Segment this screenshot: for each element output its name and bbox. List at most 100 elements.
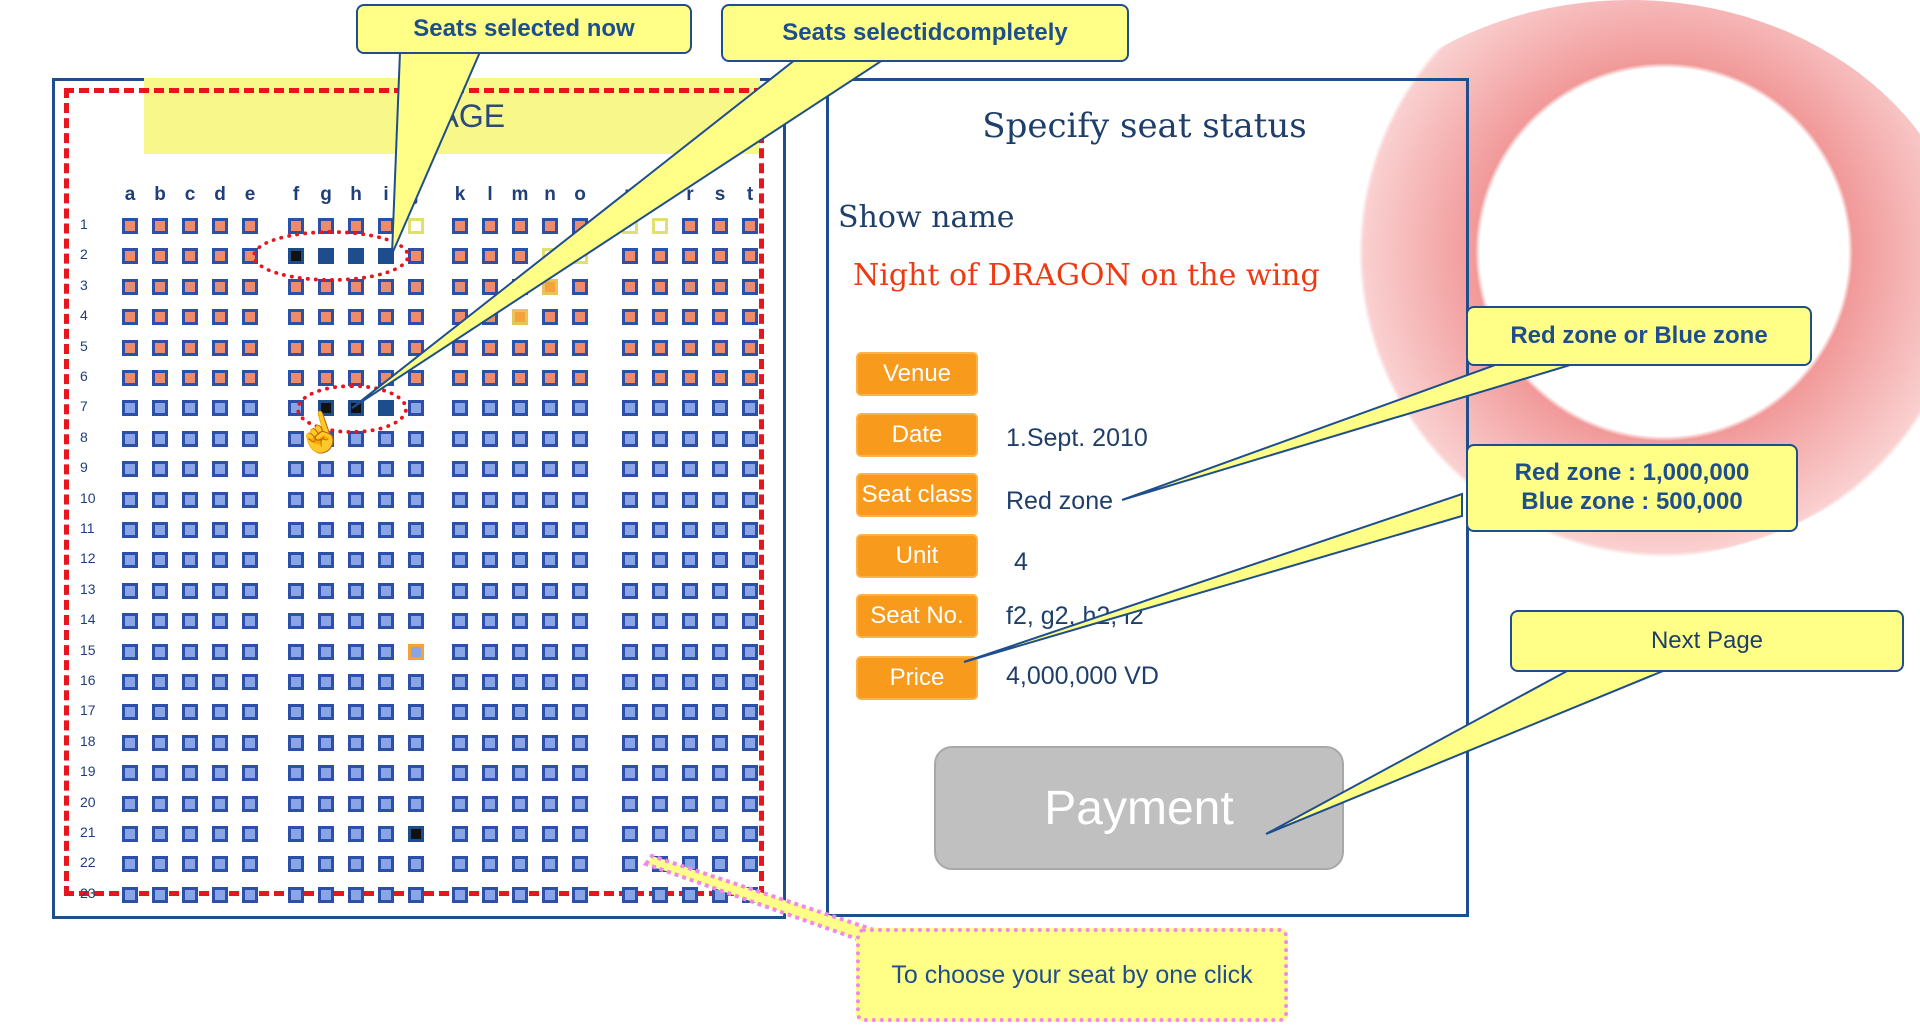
seat-m18[interactable] bbox=[512, 734, 528, 751]
seat-e22[interactable] bbox=[242, 856, 258, 873]
seat-d16[interactable] bbox=[212, 674, 228, 690]
seat-n8[interactable] bbox=[542, 430, 558, 447]
seat-s17[interactable] bbox=[712, 704, 728, 721]
seat-o20[interactable] bbox=[572, 795, 588, 812]
seat-o17[interactable] bbox=[572, 704, 588, 721]
seat-r9[interactable] bbox=[682, 461, 698, 478]
seat-b20[interactable] bbox=[152, 795, 168, 812]
seat-h18[interactable] bbox=[348, 734, 364, 751]
seat-g8[interactable] bbox=[318, 430, 334, 447]
seat-k18[interactable] bbox=[452, 734, 468, 751]
seat-s16[interactable] bbox=[712, 674, 728, 690]
seat-t20[interactable] bbox=[742, 795, 758, 812]
seat-l22[interactable] bbox=[482, 856, 498, 873]
seat-m16[interactable] bbox=[512, 674, 528, 690]
seat-j7[interactable] bbox=[408, 400, 424, 417]
seat-s11[interactable] bbox=[712, 522, 728, 538]
seat-d4[interactable] bbox=[212, 309, 228, 326]
seat-r3[interactable] bbox=[682, 278, 698, 295]
seat-d21[interactable] bbox=[212, 826, 228, 842]
seat-e21[interactable] bbox=[242, 826, 258, 842]
seat-q13[interactable] bbox=[652, 582, 668, 599]
seat-r18[interactable] bbox=[682, 734, 698, 751]
seat-q8[interactable] bbox=[652, 430, 668, 447]
seat-i20[interactable] bbox=[378, 795, 394, 812]
seat-a18[interactable] bbox=[122, 734, 138, 751]
seat-g11[interactable] bbox=[318, 522, 334, 538]
seat-r4[interactable] bbox=[682, 309, 698, 326]
seat-n13[interactable] bbox=[542, 582, 558, 599]
seat-c2[interactable] bbox=[182, 248, 198, 265]
seat-m12[interactable] bbox=[512, 552, 528, 569]
seat-m6[interactable] bbox=[512, 370, 528, 386]
seat-e23[interactable] bbox=[242, 886, 258, 903]
seat-l7[interactable] bbox=[482, 400, 498, 417]
seat-i18[interactable] bbox=[378, 734, 394, 751]
seat-a23[interactable] bbox=[122, 886, 138, 903]
seat-d7[interactable] bbox=[212, 400, 228, 417]
seat-e11[interactable] bbox=[242, 522, 258, 538]
seat-c4[interactable] bbox=[182, 309, 198, 326]
seat-m19[interactable] bbox=[512, 765, 528, 782]
seat-e8[interactable] bbox=[242, 430, 258, 447]
seat-k2[interactable] bbox=[452, 248, 468, 265]
seat-j5[interactable] bbox=[408, 339, 424, 356]
seat-p17[interactable] bbox=[622, 704, 638, 721]
seat-c8[interactable] bbox=[182, 430, 198, 447]
seat-r16[interactable] bbox=[682, 674, 698, 690]
seat-q2[interactable] bbox=[652, 248, 668, 265]
seat-o10[interactable] bbox=[572, 491, 588, 508]
seat-j9[interactable] bbox=[408, 461, 424, 478]
seat-h14[interactable] bbox=[348, 613, 364, 630]
seat-n9[interactable] bbox=[542, 461, 558, 478]
seat-o15[interactable] bbox=[572, 643, 588, 660]
seat-f8[interactable] bbox=[288, 430, 304, 447]
seat-i9[interactable] bbox=[378, 461, 394, 478]
seat-a10[interactable] bbox=[122, 491, 138, 508]
seat-f6[interactable] bbox=[288, 370, 304, 386]
seat-l8[interactable] bbox=[482, 430, 498, 447]
seat-b23[interactable] bbox=[152, 886, 168, 903]
seat-i3[interactable] bbox=[378, 278, 394, 295]
seat-c5[interactable] bbox=[182, 339, 198, 356]
seat-o13[interactable] bbox=[572, 582, 588, 599]
seat-r6[interactable] bbox=[682, 370, 698, 386]
seat-k17[interactable] bbox=[452, 704, 468, 721]
seat-o23[interactable] bbox=[572, 886, 588, 903]
seat-g18[interactable] bbox=[318, 734, 334, 751]
seat-n16[interactable] bbox=[542, 674, 558, 690]
seat-t10[interactable] bbox=[742, 491, 758, 508]
seat-m21[interactable] bbox=[512, 826, 528, 842]
seat-j19[interactable] bbox=[408, 765, 424, 782]
seat-e4[interactable] bbox=[242, 309, 258, 326]
seat-e16[interactable] bbox=[242, 674, 258, 690]
seat-s19[interactable] bbox=[712, 765, 728, 782]
seat-s13[interactable] bbox=[712, 582, 728, 599]
seat-o8[interactable] bbox=[572, 430, 588, 447]
seat-g9[interactable] bbox=[318, 461, 334, 478]
seat-t16[interactable] bbox=[742, 674, 758, 690]
seat-l14[interactable] bbox=[482, 613, 498, 630]
seat-i4[interactable] bbox=[378, 309, 394, 326]
seat-h20[interactable] bbox=[348, 795, 364, 812]
seat-s2[interactable] bbox=[712, 248, 728, 265]
seat-e10[interactable] bbox=[242, 491, 258, 508]
seat-l11[interactable] bbox=[482, 522, 498, 538]
seat-d20[interactable] bbox=[212, 795, 228, 812]
seat-o7[interactable] bbox=[572, 400, 588, 417]
seat-i10[interactable] bbox=[378, 491, 394, 508]
seat-l17[interactable] bbox=[482, 704, 498, 721]
seat-i22[interactable] bbox=[378, 856, 394, 873]
seat-q17[interactable] bbox=[652, 704, 668, 721]
seat-b13[interactable] bbox=[152, 582, 168, 599]
seat-i15[interactable] bbox=[378, 643, 394, 660]
seat-f21[interactable] bbox=[288, 826, 304, 842]
seat-j18[interactable] bbox=[408, 734, 424, 751]
seat-m20[interactable] bbox=[512, 795, 528, 812]
seat-q14[interactable] bbox=[652, 613, 668, 630]
seat-h9[interactable] bbox=[348, 461, 364, 478]
seat-g20[interactable] bbox=[318, 795, 334, 812]
seat-r1[interactable] bbox=[682, 218, 698, 234]
seat-q15[interactable] bbox=[652, 643, 668, 660]
seat-k22[interactable] bbox=[452, 856, 468, 873]
